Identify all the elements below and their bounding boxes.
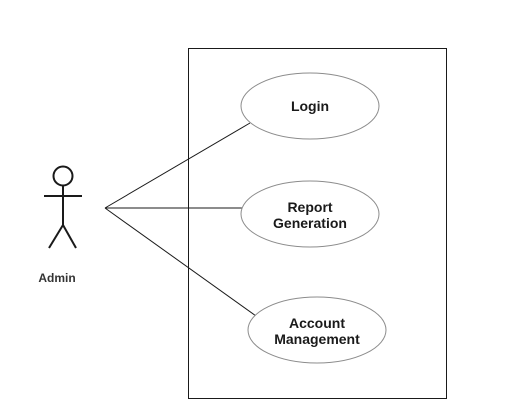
use-case-report-generation: Report Generation — [240, 180, 380, 248]
use-case-ellipse — [247, 296, 387, 364]
associations — [104, 122, 257, 317]
actor-admin: Admin — [38, 165, 82, 285]
use-case-label-line-1: Report — [287, 199, 332, 215]
association-account-management — [104, 207, 257, 317]
use-case-label-line-2: Management — [274, 331, 360, 347]
use-case-ellipse — [240, 72, 380, 140]
use-case-login: Login — [240, 72, 380, 140]
use-case-label-line-2: Generation — [273, 215, 347, 231]
use-case-ellipse — [240, 180, 380, 248]
use-case-account-management: Account Management — [247, 296, 387, 364]
use-case-label: Login — [291, 98, 329, 114]
stick-figure-icon — [44, 165, 82, 249]
actor-label: Admin — [38, 271, 75, 285]
association-login — [104, 122, 251, 209]
use-case-label-line-1: Account — [289, 315, 345, 331]
